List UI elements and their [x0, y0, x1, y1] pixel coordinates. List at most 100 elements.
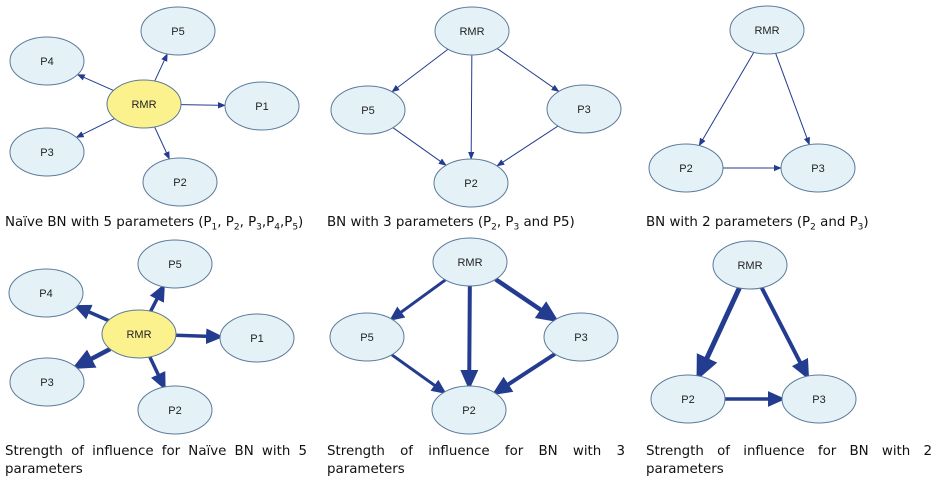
node-p1: P1 — [219, 313, 295, 363]
caption-subscript: 2 — [491, 222, 497, 233]
edge-rmr-to-p4 — [76, 74, 114, 91]
node-label: P3 — [811, 163, 824, 175]
caption-line-1: Strength of influence for BN with 3 — [327, 444, 625, 459]
node-ellipse — [101, 309, 177, 359]
node-label: RMR — [131, 99, 156, 111]
node-label: P2 — [681, 394, 694, 406]
node-label: P4 — [39, 288, 52, 300]
node-p5: P5 — [140, 6, 216, 56]
caption-subscript: 3 — [256, 222, 262, 233]
caption-segment: , P — [217, 215, 234, 230]
node-p3: P3 — [546, 84, 622, 134]
node-label: P2 — [464, 178, 477, 190]
node-ellipse — [781, 374, 857, 424]
caption-naive-bn: Naïve BN with 5 parameters (P1, P2, P3,P… — [5, 214, 325, 232]
node-ellipse — [137, 239, 213, 289]
node-label: P2 — [168, 405, 181, 417]
node-ellipse — [650, 374, 726, 424]
caption-text: Naïve BN with 5 parameters (P1, P2, P3,P… — [5, 215, 304, 233]
node-p5: P5 — [137, 239, 213, 289]
caption-subscript: 2 — [810, 222, 816, 233]
node-label: P1 — [250, 333, 263, 345]
node-p3: P3 — [780, 143, 856, 193]
node-label: P5 — [361, 105, 374, 117]
caption-segment: BN with 2 parameters (P — [646, 215, 811, 230]
caption-line-2: parameters — [327, 462, 405, 477]
node-p3: P3 — [9, 127, 85, 177]
node-p2: P2 — [648, 143, 724, 193]
node-ellipse — [712, 240, 788, 290]
node-p5: P5 — [330, 85, 406, 135]
edge-rmr-to-p5 — [154, 53, 168, 82]
node-label: P3 — [812, 394, 825, 406]
node-ellipse — [432, 237, 508, 287]
edge-rmr-to-p3 — [494, 277, 560, 323]
node-ellipse — [329, 312, 405, 362]
node-label: RMR — [737, 260, 762, 272]
edge-rmr-to-p2 — [698, 52, 755, 147]
node-label: P2 — [462, 405, 475, 417]
caption-strength-naive: Strength of influence for Naïve BN with … — [5, 443, 307, 479]
caption-subscript: 3 — [513, 222, 520, 233]
caption-bn-3: BN with 3 parameters (P2, P3 and P5) — [327, 214, 627, 232]
node-label: RMR — [457, 257, 482, 269]
node-label: P5 — [360, 332, 373, 344]
node-p2: P2 — [650, 374, 726, 424]
node-ellipse — [9, 127, 85, 177]
node-label: P3 — [577, 104, 590, 116]
edge-rmr-to-p2 — [696, 286, 742, 381]
node-label: P5 — [168, 259, 181, 271]
edge-rmr-to-p1 — [175, 328, 224, 345]
node-ellipse — [543, 312, 619, 362]
caption-line-1: Strength of influence for BN with 2 — [646, 444, 932, 459]
edge-rmr-to-p4 — [73, 304, 110, 323]
edge-p5-to-p2 — [390, 353, 447, 394]
node-p5: P5 — [329, 312, 405, 362]
caption-segment: ) — [863, 215, 869, 230]
node-label: RMR — [459, 26, 484, 38]
node-p2: P2 — [433, 158, 509, 208]
caption-segment: BN with 3 parameters (P — [327, 215, 492, 230]
edge-rmr-to-p5 — [391, 48, 449, 93]
caption-subscript: 1 — [211, 222, 218, 233]
caption-segment: , P — [496, 215, 514, 230]
node-ellipse — [224, 81, 300, 131]
node-ellipse — [330, 85, 406, 135]
caption-text: BN with 3 parameters (P2, P3 and P5) — [327, 215, 575, 233]
edge-rmr-to-p2 — [468, 54, 475, 160]
edge-rmr-to-p1 — [180, 102, 226, 109]
caption-line-2: parameters — [5, 462, 83, 477]
node-rmr: RMR — [729, 5, 805, 55]
node-p3: P3 — [9, 357, 85, 407]
node-rmr: RMR — [712, 240, 788, 290]
node-ellipse — [546, 84, 622, 134]
edges-layer — [71, 48, 810, 407]
node-label: P1 — [255, 101, 268, 113]
edge-p3-to-p2 — [491, 352, 556, 396]
edge-rmr-to-p2 — [148, 356, 166, 391]
caption-line-1: Strength of influence for Naïve BN with … — [5, 444, 307, 459]
node-label: P2 — [173, 177, 186, 189]
node-p2: P2 — [137, 385, 213, 435]
caption-subscript: 3 — [857, 222, 864, 233]
caption-segment: ) — [298, 215, 304, 230]
node-rmr: RMR — [434, 6, 510, 56]
edge-rmr-to-p5 — [149, 283, 165, 313]
caption-segment: ,P — [279, 215, 293, 230]
edge-rmr-to-p3 — [496, 48, 560, 92]
node-rmr: RMR — [101, 309, 177, 359]
node-label: P3 — [40, 147, 53, 159]
node-ellipse — [142, 157, 218, 207]
node-label: P5 — [171, 26, 184, 38]
node-ellipse — [137, 385, 213, 435]
edge-p5-to-p2 — [392, 127, 447, 166]
edge-rmr-to-p2 — [460, 285, 479, 391]
node-ellipse — [8, 268, 84, 318]
node-ellipse — [106, 79, 182, 129]
caption-segment: and P — [815, 215, 858, 230]
node-p1: P1 — [224, 81, 300, 131]
edge-rmr-to-p3 — [775, 53, 810, 146]
edge-rmr-to-p2 — [154, 126, 170, 160]
edge-rmr-to-p3 — [75, 118, 115, 138]
caption-strength-2: Strength of influence for BN with 2 para… — [646, 443, 932, 479]
